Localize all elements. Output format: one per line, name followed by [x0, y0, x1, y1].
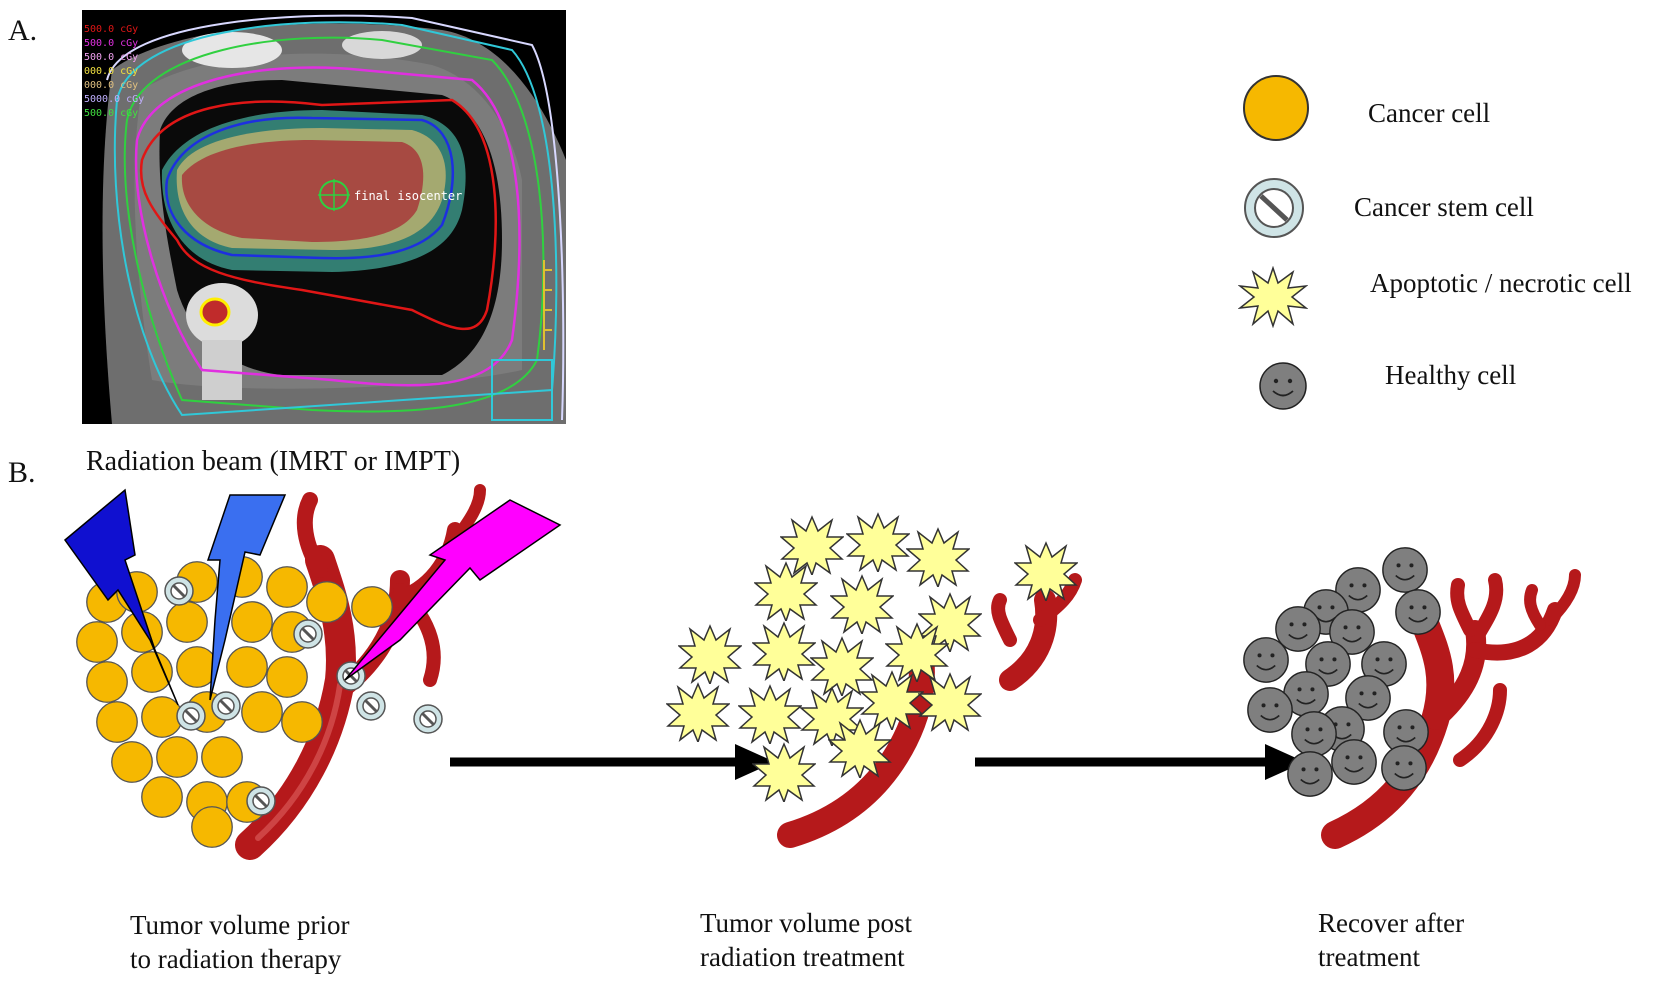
caption-post-line-1: Tumor volume post	[700, 908, 913, 938]
vessel-prior-highlight	[255, 682, 343, 841]
legend-cancer-cell-label: Cancer cell	[1368, 98, 1491, 128]
caption-prior: Tumor volume prior to radiation therapy	[130, 908, 350, 976]
ct-scan-image: final isocenter 500.0 cGy 500.0 cGy 500.…	[82, 10, 566, 424]
beam-label: Radiation beam (IMRT or IMPT)	[86, 446, 461, 477]
radiation-beam-dark-blue	[63, 488, 179, 706]
vessel-recover	[1321, 569, 1581, 849]
isodose-label: 000.0 cGy	[84, 66, 138, 77]
caption-prior-line-1: Tumor volume prior	[130, 910, 350, 940]
isodose-label: 500.0 cGy	[84, 108, 138, 119]
cancer-stem-cell-icon	[1244, 178, 1304, 238]
caption-recover-line-1: Recover after	[1318, 908, 1465, 938]
caption-post-line-2: radiation treatment	[700, 942, 905, 972]
caption-recover-line-2: treatment	[1318, 942, 1420, 972]
isocenter-label: final isocenter	[354, 189, 462, 203]
progression-arrow-1	[450, 744, 775, 780]
isodose-label: 000.0 cGy	[84, 80, 138, 91]
panel-b-label: B.	[8, 456, 36, 489]
progression-arrow-2	[975, 744, 1305, 780]
healthy-cell-icon	[1259, 362, 1307, 410]
isodose-label: 500.0 cGy	[84, 24, 138, 35]
isodose-label: 500.0 cGy	[84, 52, 138, 63]
caption-post: Tumor volume post radiation treatment	[700, 906, 912, 974]
cancer-cell-icon	[1243, 75, 1309, 141]
vessel-post	[777, 573, 1082, 848]
radiation-beam-blue	[206, 494, 287, 701]
isodose-label: 500.0 cGy	[84, 38, 138, 49]
isodose-label: 5000.0 cGy	[84, 94, 144, 105]
panel-a-label: A.	[8, 14, 38, 47]
legend-apoptotic-cell-label: Apoptotic / necrotic cell	[1370, 268, 1632, 298]
caption-prior-line-2: to radiation therapy	[130, 944, 342, 974]
apoptotic-cell-icon	[1238, 266, 1308, 328]
caption-recover: Recover after treatment	[1318, 906, 1464, 974]
radiation-beam-magenta	[344, 499, 562, 681]
legend-cancer-stem-cell-label: Cancer stem cell	[1354, 192, 1534, 222]
legend-healthy-cell-label: Healthy cell	[1385, 360, 1517, 390]
